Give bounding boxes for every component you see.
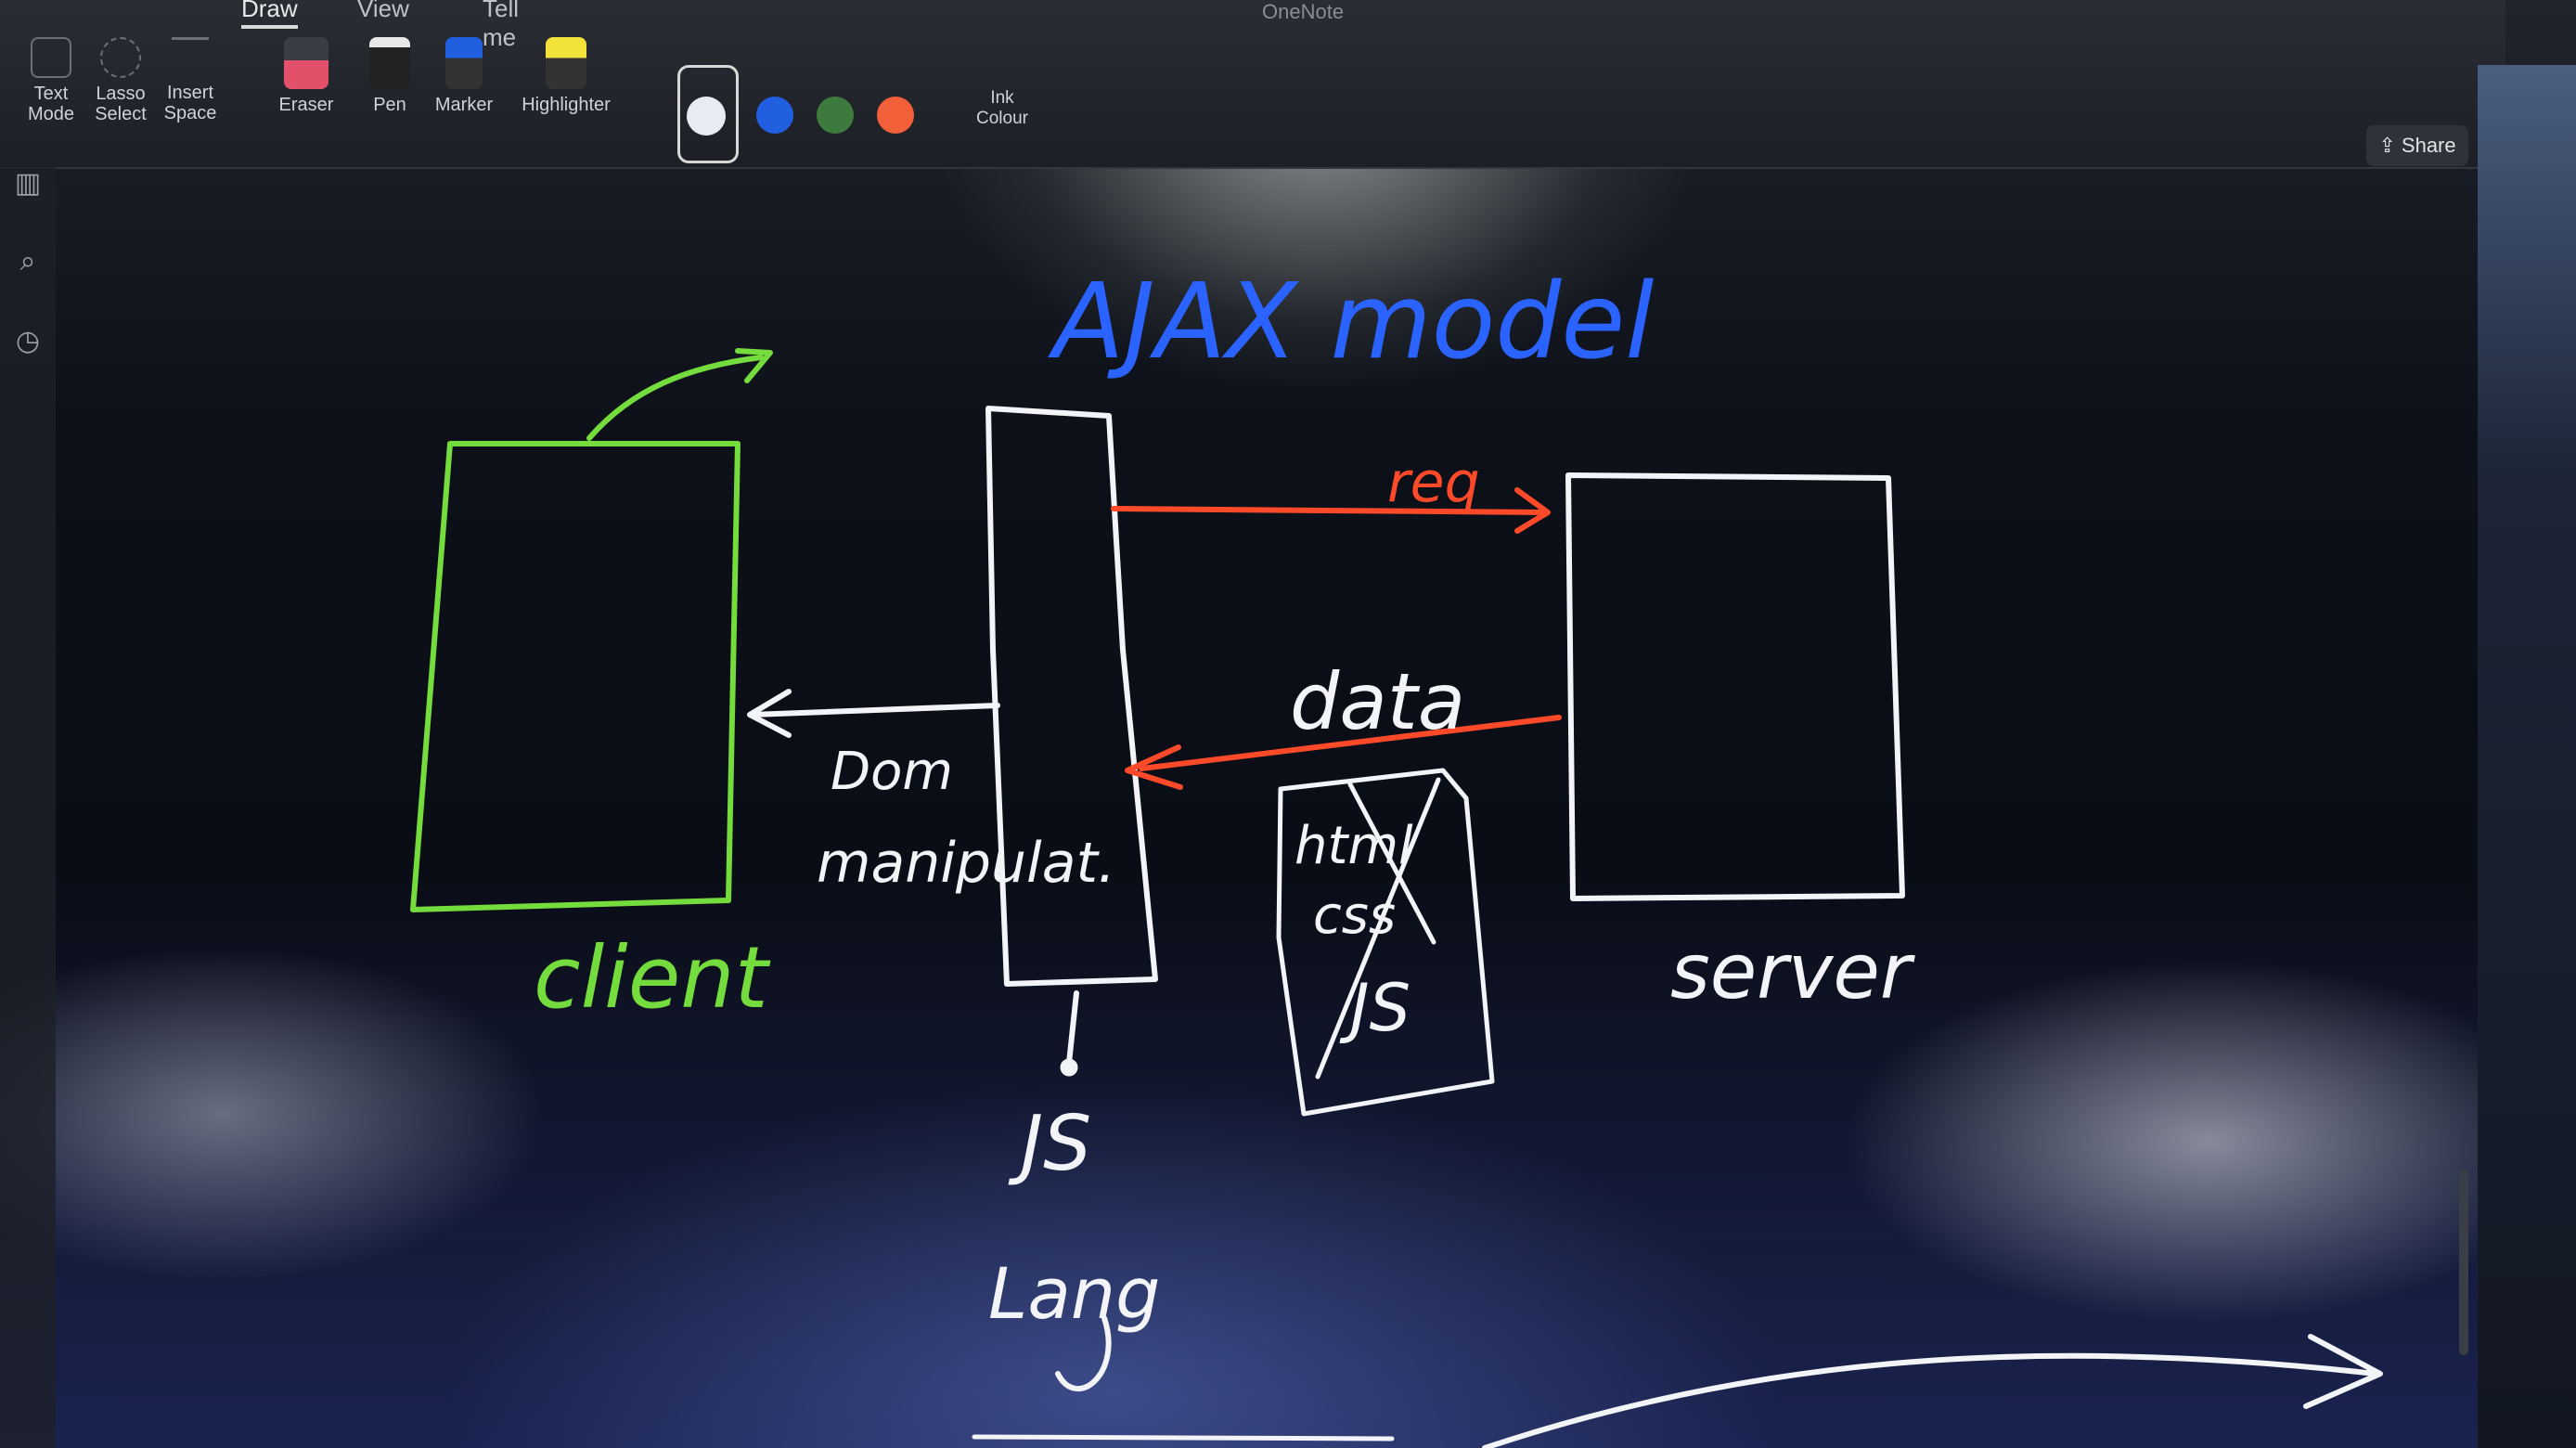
text-mode-button[interactable]: Text Mode [9,37,93,124]
request-label: req [1387,450,1480,515]
data-arrow [1125,715,1562,790]
marker-button[interactable]: Marker [422,37,506,115]
selected-swatch-frame [677,65,739,163]
lasso-label-2: Select [95,104,147,124]
server-box [1565,472,1905,901]
left-navigation-rail: ▥ ⌕ ◷ [0,167,56,1448]
js-engine-box [985,406,1158,987]
search-icon[interactable]: ⌕ [19,246,36,277]
dom-label-line1: Dom [831,742,953,802]
eraser-button[interactable]: Eraser [264,37,348,115]
pen-label: Pen [373,95,406,115]
text-mode-icon [31,37,71,78]
ribbon-toolbar: OneNote Draw View Tell me Text Mode Lass… [0,0,2505,169]
dom-manipulation-arrow [747,689,1000,738]
share-label: Share [2401,134,2456,157]
swatch-blue[interactable] [756,97,793,134]
ink-colour-label-1: Ink [990,88,1014,108]
crossed-js-label: JS [1339,970,1410,1046]
tab-draw[interactable]: Draw [241,0,298,29]
js-down-line [1066,990,1079,1066]
vertical-scrollbar[interactable] [2459,1170,2468,1355]
ink-colour-button[interactable]: Ink Colour [956,88,1049,129]
pen-icon [369,37,410,89]
diagram-title: AJAX model [1048,262,1654,382]
insert-space-button[interactable]: Insert Space [148,37,232,123]
insert-space-label-1: Insert [166,83,214,103]
highlighter-label: Highlighter [522,95,611,115]
highlighter-button[interactable]: Highlighter [515,37,617,115]
text-mode-label-1: Text [33,84,69,104]
lang-label: Lang [988,1252,1160,1335]
crossed-out-box [1276,768,1495,1117]
share-button[interactable]: ⇪ Share [2366,125,2468,166]
crossed-css-label: css [1313,886,1396,946]
tab-view[interactable]: View [357,0,409,22]
pen-button[interactable]: Pen [348,37,431,115]
swatch-green[interactable] [817,97,854,134]
marker-label: Marker [434,95,494,115]
pen-color-swatches [668,56,965,163]
eraser-icon [284,37,328,89]
insert-space-label-2: Space [163,103,217,123]
server-label: server [1670,928,1915,1016]
share-icon: ⇪ [2378,134,2402,157]
insert-space-icon [172,37,209,77]
lasso-label-1: Lasso [96,84,146,104]
notebooks-icon[interactable]: ▥ [14,168,42,199]
client-label: client [534,928,771,1028]
adjacent-window-edge [2478,65,2576,1448]
window-title: OneNote [1262,0,1345,23]
lang-curl [1055,1315,1112,1392]
dom-label-line2: manipulat. [817,831,1115,896]
js-label: JS [1008,1100,1091,1188]
ink-colour-label-2: Colour [976,109,1028,128]
client-box [410,441,741,912]
cross-out-mark [1315,777,1441,1080]
text-mode-label-2: Mode [27,104,75,124]
lasso-select-button[interactable]: Lasso Select [79,37,162,124]
recent-clock-icon[interactable]: ◷ [15,326,41,356]
js-down-dot [1060,1058,1078,1077]
swatch-orange[interactable] [877,97,914,134]
swatch-white[interactable] [687,97,726,136]
lasso-icon [100,37,141,78]
bottom-sweep-arrow [1482,1334,2383,1448]
marker-icon [445,37,483,89]
data-label: data [1290,656,1465,747]
highlighter-icon [546,37,586,89]
tab-tell-me[interactable]: Tell me [483,0,520,51]
bottom-underline [972,1434,1395,1442]
eraser-label: Eraser [278,95,334,115]
crossed-html-label: html [1294,816,1413,876]
request-arrow [1111,487,1551,534]
client-curved-arrow [586,348,773,441]
